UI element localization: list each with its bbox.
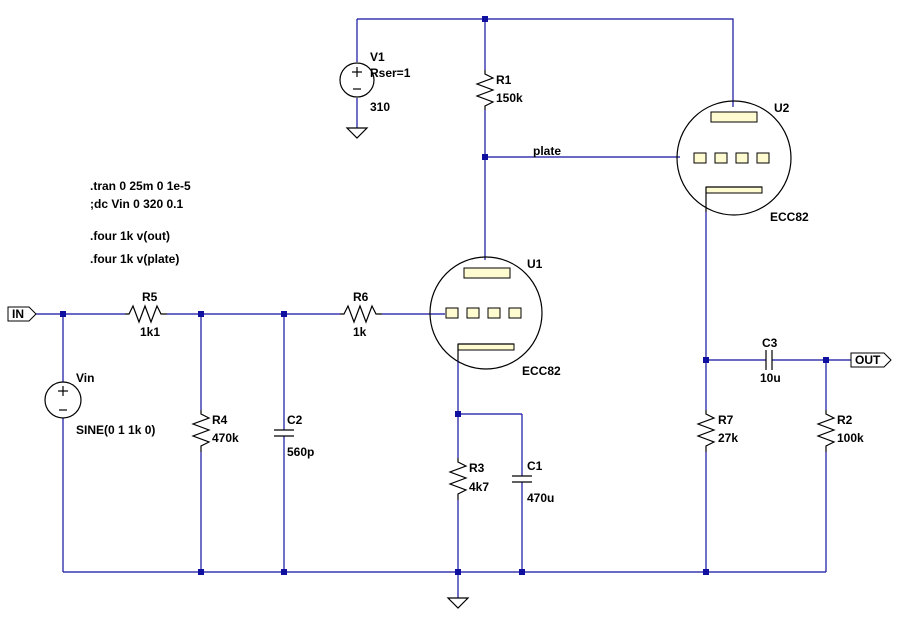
- r5-name: R5: [142, 290, 158, 304]
- r2-resistor[interactable]: [816, 410, 836, 452]
- c3-capacitor[interactable]: [765, 350, 773, 370]
- port-in[interactable]: IN: [7, 306, 37, 322]
- port-out[interactable]: OUT: [850, 352, 892, 368]
- u1-grid-electrode: [445, 307, 459, 319]
- vin-value: SINE(0 1 1k 0): [76, 423, 155, 437]
- directive-tran[interactable]: .tran 0 25m 0 1e-5: [90, 179, 191, 193]
- r1-name: R1: [496, 73, 512, 87]
- junction-dot: [823, 357, 829, 363]
- r4-name: R4: [212, 413, 228, 427]
- junction-dot: [482, 154, 488, 160]
- u1-cathode-electrode: [457, 343, 515, 351]
- c2-name: C2: [287, 413, 303, 427]
- r5-resistor[interactable]: [125, 304, 167, 324]
- vin-source[interactable]: [44, 381, 82, 419]
- u1-name: U1: [527, 257, 543, 271]
- c1-name: C1: [527, 459, 543, 473]
- port-in-label: IN: [12, 307, 24, 321]
- wire-top-rail: [357, 18, 734, 107]
- r5-value: 1k1: [140, 325, 160, 339]
- u1-grid-electrode: [466, 307, 480, 319]
- r7-name: R7: [718, 413, 734, 427]
- u2-model: ECC82: [770, 210, 809, 224]
- v1-param: Rser=1: [370, 66, 411, 80]
- directive-four-plate[interactable]: .four 1k v(plate): [90, 252, 179, 266]
- u1-grid-electrode: [508, 307, 522, 319]
- junction-dot: [703, 357, 709, 363]
- u1-plate-electrode: [463, 267, 511, 279]
- r4-resistor[interactable]: [191, 410, 211, 452]
- r4-value: 470k: [212, 431, 239, 445]
- c1-value: 470u: [527, 491, 554, 505]
- r3-resistor[interactable]: [448, 458, 468, 500]
- r1-resistor[interactable]: [475, 70, 495, 110]
- u1-grid-electrode: [487, 307, 501, 319]
- r6-value: 1k: [353, 325, 367, 339]
- junctions: [60, 16, 829, 575]
- junction-dot: [455, 569, 461, 575]
- junction-dot: [198, 569, 204, 575]
- vin-name: Vin: [76, 371, 94, 385]
- u2-grid-electrode: [756, 152, 770, 164]
- junction-dot: [703, 569, 709, 575]
- u2-plate-electrode: [710, 111, 758, 123]
- v1-value: 310: [370, 100, 390, 114]
- junction-dot: [519, 569, 525, 575]
- r2-value: 100k: [837, 431, 864, 445]
- u2-name: U2: [774, 101, 790, 115]
- c1-capacitor[interactable]: [512, 475, 532, 483]
- junction-dot: [455, 411, 461, 417]
- wires: [36, 18, 851, 598]
- net-label-plate: plate: [533, 144, 561, 158]
- junction-dot: [482, 16, 488, 22]
- r2-name: R2: [837, 413, 853, 427]
- r6-name: R6: [353, 290, 369, 304]
- v1-name: V1: [370, 50, 385, 64]
- c2-value: 560p: [287, 445, 314, 459]
- junction-dot: [281, 569, 287, 575]
- r7-resistor[interactable]: [696, 410, 716, 452]
- c3-name: C3: [762, 336, 778, 350]
- r1-value: 150k: [496, 91, 523, 105]
- directive-four-out[interactable]: .four 1k v(out): [90, 229, 170, 243]
- u2-grid-electrode: [714, 152, 728, 164]
- junction-dot: [198, 311, 204, 317]
- u2-tube[interactable]: [676, 100, 792, 216]
- c3-value: 10u: [760, 371, 781, 385]
- r7-value: 27k: [718, 431, 738, 445]
- directive-dc[interactable]: ;dc Vin 0 320 0.1: [90, 197, 183, 211]
- u1-tube[interactable]: [429, 256, 543, 370]
- ground-symbol-main: [446, 597, 470, 609]
- ground-symbol-v1: [345, 127, 369, 139]
- r6-resistor[interactable]: [340, 304, 382, 324]
- r3-value: 4k7: [469, 480, 489, 494]
- u2-cathode-electrode: [705, 186, 763, 194]
- v1-source[interactable]: [339, 62, 375, 98]
- u1-model: ECC82: [522, 364, 561, 378]
- u2-grid-electrode: [735, 152, 749, 164]
- r3-name: R3: [469, 461, 485, 475]
- c2-capacitor[interactable]: [274, 429, 294, 437]
- port-out-label: OUT: [855, 353, 881, 367]
- u2-grid-electrode: [693, 152, 707, 164]
- junction-dot: [60, 311, 66, 317]
- junction-dot: [281, 311, 287, 317]
